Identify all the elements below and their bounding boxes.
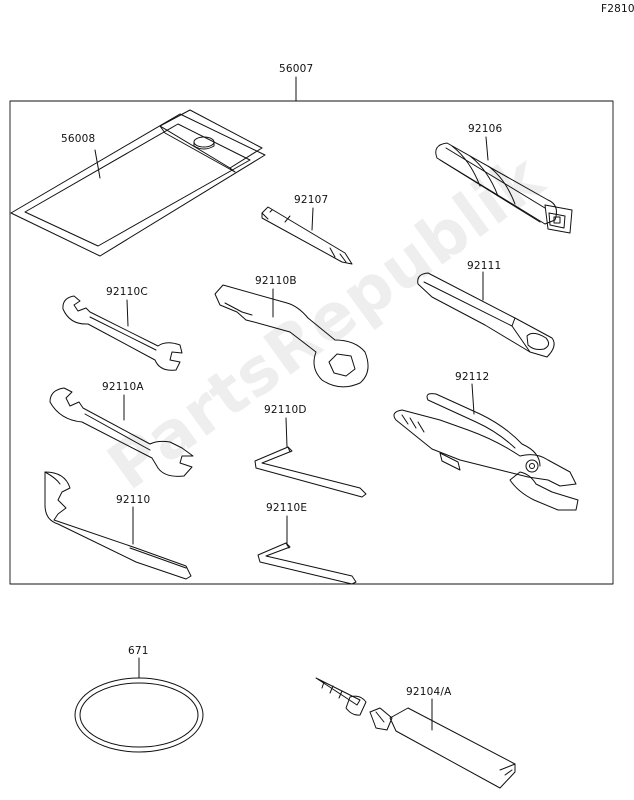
- hex-d-drawing: [254, 446, 367, 498]
- pouch-drawing: [10, 109, 266, 257]
- leader-pliers: [471, 383, 475, 415]
- grease-tube-drawing: [315, 677, 516, 789]
- wrench-a-drawing: [49, 387, 194, 477]
- leader-screwdriver-bit: [311, 207, 314, 231]
- label-pliers: 92112: [455, 371, 490, 383]
- pliers-drawing: [393, 393, 579, 511]
- label-screwdriver-bit: 92107: [294, 194, 329, 206]
- leader-hex-d: [285, 417, 288, 448]
- label-spanner: 92110: [116, 494, 151, 506]
- leader-screwdriver-handle: [485, 136, 489, 161]
- label-screwdriver-handle: 92106: [468, 123, 503, 135]
- figure-code: F2810: [601, 3, 634, 15]
- label-wrench-a: 92110A: [102, 381, 144, 393]
- kit-frame: [9, 100, 614, 585]
- label-wrench-b: 92110B: [255, 275, 297, 287]
- spanner-drawing: [44, 471, 192, 580]
- screwdriver-bit-drawing: [261, 206, 353, 265]
- band-drawing: [74, 677, 204, 753]
- label-wrench-c: 92110C: [106, 286, 148, 298]
- wrench-c-drawing: [62, 295, 183, 371]
- leader-pouch: [94, 149, 101, 179]
- label-pouch: 56008: [61, 133, 96, 145]
- box-tool-drawing: [417, 272, 555, 358]
- label-kit: 56007: [279, 63, 314, 75]
- label-hex-e: 92110E: [266, 502, 308, 514]
- label-grease: 92104/A: [406, 686, 452, 698]
- leader-wrench-c: [126, 299, 129, 327]
- label-hex-d: 92110D: [264, 404, 307, 416]
- screwdriver-handle-drawing: [435, 142, 573, 234]
- hex-e-drawing: [257, 542, 357, 585]
- label-box-tool: 92111: [467, 260, 502, 272]
- label-band: 671: [128, 645, 149, 657]
- wrench-b-drawing: [214, 284, 369, 388]
